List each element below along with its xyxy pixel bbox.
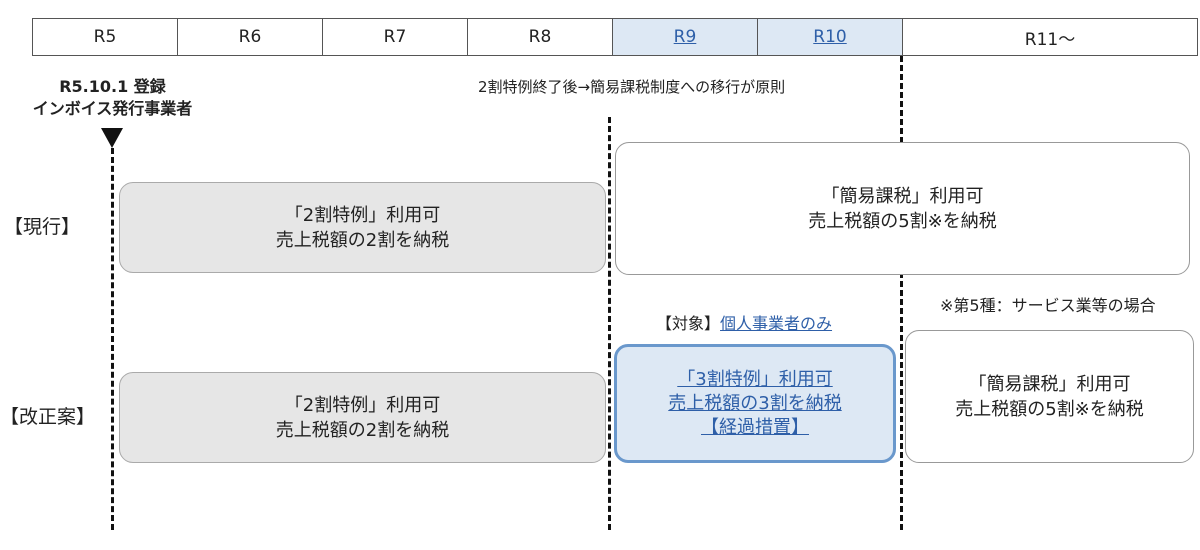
current-2wari-box: 「2割特例」利用可 売上税額の2割を納税	[119, 182, 606, 273]
proposal-simplified-box: 「簡易課税」利用可 売上税額の5割※を納税	[905, 330, 1194, 463]
triangle-marker-icon	[101, 128, 123, 148]
target-label: 【対象】	[656, 314, 721, 333]
year-r8: R8	[468, 19, 613, 55]
box-line: 売上税額の3割を納税	[668, 392, 842, 414]
box-line: 売上税額の5割※を納税	[955, 398, 1144, 420]
dashed-line-r5	[111, 148, 114, 530]
current-simplified-box: 「簡易課税」利用可 売上税額の5割※を納税	[615, 142, 1190, 275]
proposal-3wari-box: 「3割特例」利用可 売上税額の3割を納税 【経過措置】	[614, 344, 896, 463]
target-note: 【対象】個人事業者のみ	[656, 310, 832, 334]
timeline-header: R5 R6 R7 R8 R9 R10 R11〜	[32, 18, 1198, 56]
year-r10: R10	[758, 19, 903, 55]
box-line: 売上税額の2割を納税	[275, 419, 450, 441]
target-value: 個人事業者のみ	[720, 314, 833, 333]
box-line: 「3割特例」利用可	[677, 368, 833, 390]
box-line: 「簡易課税」利用可	[968, 373, 1131, 395]
dashed-line-r9	[608, 117, 611, 530]
box-line: 「簡易課税」利用可	[821, 185, 984, 207]
transition-note: 2割特例終了後→簡易課税制度への移行が原則	[478, 78, 786, 96]
box-line: 「2割特例」利用可	[284, 394, 441, 416]
registration-date: R5.10.1 登録	[59, 77, 166, 96]
year-r9: R9	[613, 19, 758, 55]
box-line: 売上税額の2割を納税	[275, 229, 450, 251]
box-line: 「2割特例」利用可	[284, 204, 441, 226]
row-label-current: 【現行】	[4, 216, 81, 238]
year-r7: R7	[323, 19, 468, 55]
dashed-line-r11	[900, 56, 903, 530]
box-line: 売上税額の5割※を納税	[808, 210, 997, 232]
registration-type: インボイス発行事業者	[32, 99, 193, 118]
box-line: 【経過措置】	[701, 416, 809, 438]
year-r6: R6	[178, 19, 323, 55]
footnote: ※第5種：サービス業等の場合	[940, 296, 1156, 315]
year-r11: R11〜	[1024, 29, 1076, 50]
year-r5: R5	[33, 19, 178, 55]
row-label-proposal: 【改正案】	[0, 406, 96, 428]
proposal-2wari-box: 「2割特例」利用可 売上税額の2割を納税	[119, 372, 606, 463]
registration-label: R5.10.1 登録 インボイス発行事業者	[10, 76, 215, 120]
